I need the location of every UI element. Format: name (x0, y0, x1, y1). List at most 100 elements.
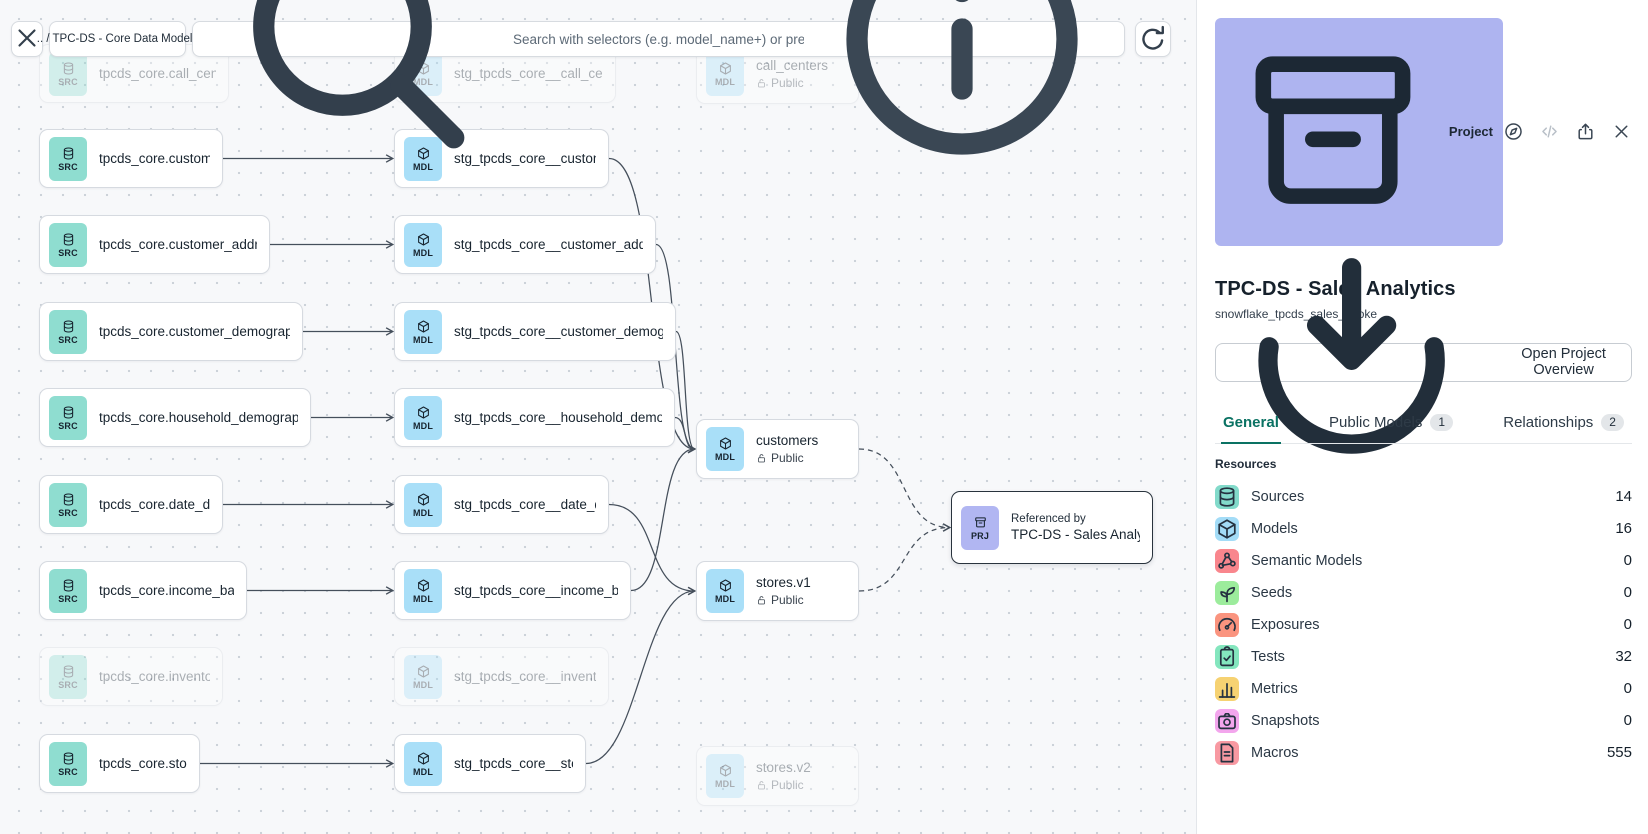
cube-icon (718, 763, 733, 778)
graph-node-src_customer_address[interactable]: SRC tpcds_core.customer_address (39, 215, 270, 274)
node-text: tpcds_core.customer_address (99, 237, 257, 252)
visibility-label: Public (771, 451, 804, 465)
close-icon (1611, 121, 1632, 142)
node-type-label: MDL (714, 779, 736, 789)
search-bar[interactable] (192, 0, 1125, 155)
cube-icon (718, 578, 733, 593)
node-type-label: MDL (412, 679, 434, 690)
node-type-label: SRC (58, 334, 78, 345)
graph-node-src_income_band[interactable]: SRC tpcds_core.income_band (39, 561, 247, 620)
refresh-button[interactable] (1135, 21, 1171, 57)
cube-icon: MDL (404, 222, 442, 267)
close-button[interactable] (1611, 121, 1632, 142)
node-label: tpcds_core.customer_address (99, 237, 257, 252)
node-text: stg_tpcds_core__household_demogr… (454, 410, 662, 425)
node-text: tpcds_core.customer (99, 151, 210, 166)
breadcrumb[interactable]: .. / TPC-DS - Core Data Models (37, 21, 198, 57)
node-text: stg_tpcds_core__income_band (454, 583, 618, 598)
resource-label: Sources (1251, 488, 1305, 505)
node-label: stg_tpcds_core__income_band (454, 583, 618, 598)
node-text: tpcds_core.date_dim (99, 497, 210, 512)
database-icon: SRC (49, 136, 87, 181)
graph-node-src_inventory[interactable]: SRC tpcds_core.inventory (39, 647, 223, 706)
refresh-icon (1136, 22, 1170, 56)
page-title: TPC-DS - Sales Analytics (1215, 277, 1456, 300)
database-icon: SRC (49, 395, 87, 440)
semantic-icon (1215, 548, 1239, 573)
node-label: tpcds_core.household_demographics (99, 410, 298, 425)
clipboard-check-icon (1215, 644, 1239, 669)
node-label: tpcds_core.inventory (99, 669, 210, 684)
close-icon (12, 23, 42, 56)
database-icon (61, 232, 76, 247)
cube-icon: MDL (404, 654, 442, 699)
node-text: tpcds_core.income_band (99, 583, 234, 598)
node-type-label: SRC (58, 420, 78, 431)
close-lineage-button[interactable] (11, 21, 43, 57)
node-label: stores.v1 (756, 575, 811, 590)
database-icon: SRC (49, 654, 87, 699)
graph-node-mdl_customer_address[interactable]: MDL stg_tpcds_core__customer_address (394, 215, 656, 274)
database-icon: SRC (49, 568, 87, 613)
tab-label: Relationships (1503, 413, 1594, 431)
node-type-label: SRC (58, 679, 78, 690)
tab-general[interactable]: General (1221, 408, 1281, 444)
compass-icon (1503, 121, 1524, 142)
document-icon (1215, 740, 1239, 765)
resource-count: 14 (1615, 488, 1632, 506)
tab-label: General (1223, 413, 1279, 431)
database-icon: SRC (49, 222, 87, 267)
node-visibility: Public (756, 593, 811, 607)
cube-icon: MDL (706, 52, 744, 96)
graph-node-mdl_household_demographics[interactable]: MDLstg_tpcds_core__household_demogr… (394, 388, 675, 447)
resource-label: Tests (1251, 648, 1285, 665)
resource-count: 0 (1623, 584, 1632, 602)
open-project-overview-button[interactable]: Open Project Overview (1215, 257, 1632, 454)
graph-node-mdl_customer_demographics[interactable]: MDLstg_tpcds_core__customer_demogra… (394, 302, 676, 361)
graph-node-src_customer[interactable]: SRC tpcds_core.customer (39, 129, 223, 188)
lock-open-icon (756, 453, 767, 464)
share-button[interactable] (1575, 121, 1596, 142)
search-input[interactable] (513, 31, 804, 47)
cube-icon: MDL (404, 136, 442, 181)
graph-node-src_household_demographics[interactable]: SRC tpcds_core.household_demographics (39, 388, 311, 447)
lock-open-icon (756, 595, 767, 606)
database-icon (1215, 484, 1239, 509)
node-type-label: PRJ (970, 530, 990, 541)
open-overview-label: Open Project Overview (1521, 346, 1606, 379)
explore-button[interactable] (1503, 121, 1524, 142)
cube-icon: MDL (706, 754, 744, 798)
info-icon[interactable] (812, 0, 1112, 189)
node-label: customers (756, 433, 819, 448)
lineage-canvas[interactable]: SRCtpcds_core.call_centerSRCtpcds_core.c… (0, 0, 1196, 834)
node-label: stg_tpcds_core__customer_demogra… (454, 324, 663, 339)
resource-row-sources[interactable]: Sources 14 (1215, 481, 1632, 513)
node-text: stg_tpcds_core__customer_address (454, 237, 643, 252)
visibility-label: Public (771, 76, 804, 90)
